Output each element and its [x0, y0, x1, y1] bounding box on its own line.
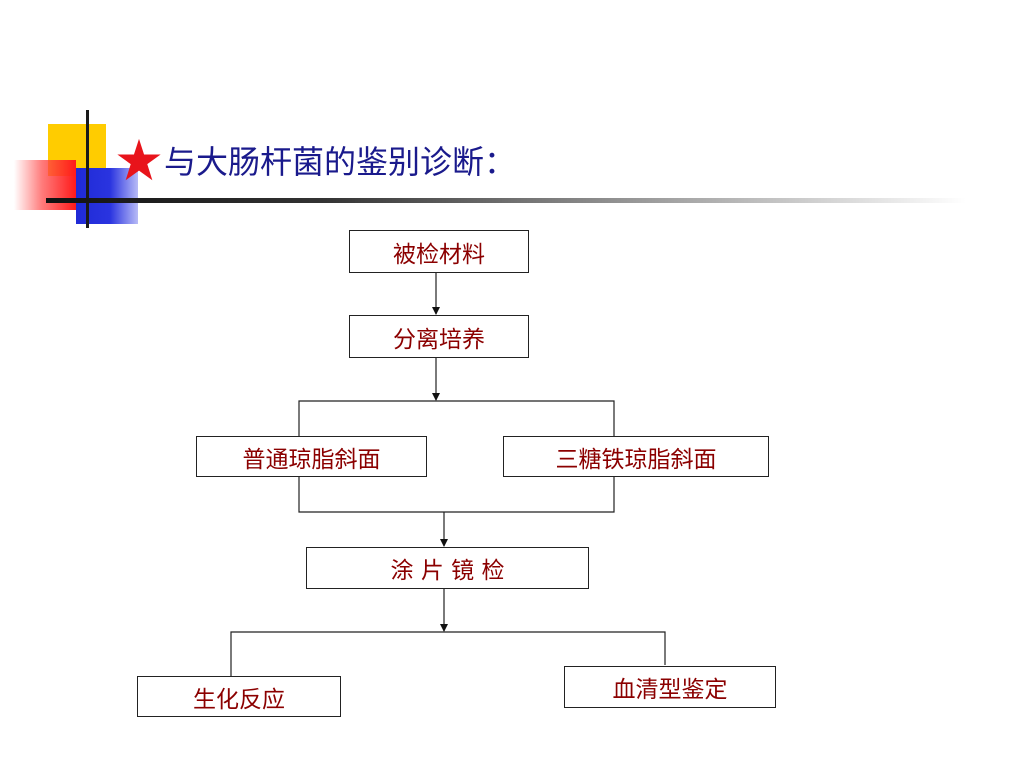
slide-title: 与大肠杆菌的鉴别诊断：: [116, 134, 516, 186]
split-bracket: [298, 400, 615, 436]
box-sample-material: 被检材料: [349, 230, 529, 273]
result-bracket-right: [444, 631, 666, 665]
box-biochemical-reaction: 生化反应: [137, 676, 341, 717]
result-bracket-left: [230, 631, 444, 676]
merge-bracket: [298, 477, 615, 513]
title-underline: [46, 198, 966, 203]
box-smear-microscopy: 涂 片 镜 检: [306, 547, 589, 589]
star-icon: [117, 138, 161, 181]
decor-vertical-line: [86, 110, 89, 228]
box-isolation-culture: 分离培养: [349, 315, 529, 358]
box-serotype-identification: 血清型鉴定: [564, 666, 776, 708]
box-plain-agar-slant: 普通琼脂斜面: [196, 436, 427, 477]
box-tsi-agar-slant: 三糖铁琼脂斜面: [503, 436, 769, 477]
title-text: 与大肠杆菌的鉴别诊断：: [164, 143, 517, 181]
